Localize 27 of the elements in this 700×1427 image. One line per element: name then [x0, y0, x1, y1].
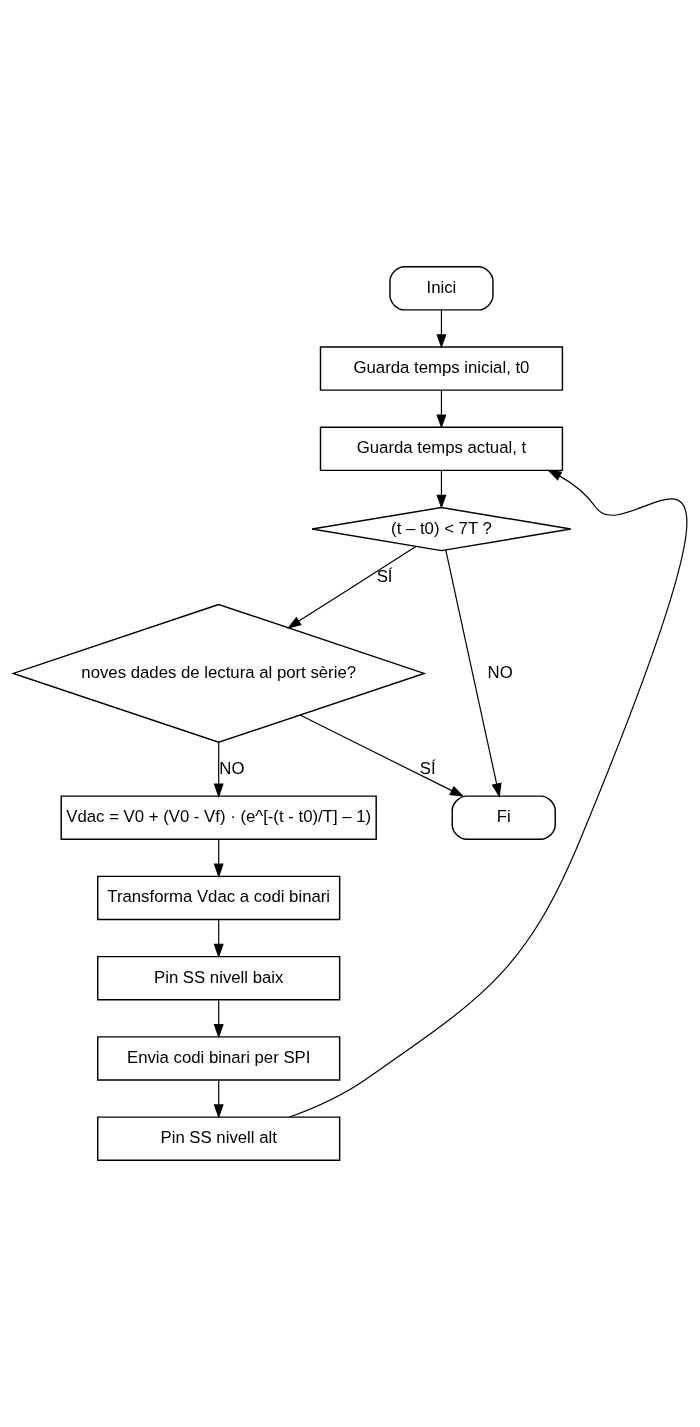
arrow: [213, 1079, 224, 1119]
arrow: [299, 714, 465, 797]
node-box: Guarda temps actual, t: [319, 426, 564, 472]
node-box: Fi: [451, 795, 556, 840]
arrow: [289, 469, 687, 1118]
arrow: [213, 999, 224, 1039]
arrow: [213, 838, 224, 878]
arrow: [445, 549, 502, 798]
edge-label: SÍ: [419, 758, 436, 778]
node-box: Transforma Vdac a codi binari: [97, 875, 341, 921]
arrow: [287, 545, 417, 629]
node-box: Pin SS nivell alt: [97, 1116, 341, 1161]
arrow: [436, 389, 447, 429]
arrow: [436, 309, 447, 349]
node-diamond: (t – t0) < 7T ?: [311, 506, 572, 552]
edge-label: NO: [487, 662, 513, 682]
node-box: Pin SS nivell baix: [97, 955, 341, 1001]
edge-label: NO: [219, 758, 245, 778]
arrow: [436, 469, 447, 510]
node-box: Inici: [389, 266, 494, 311]
node-box: Envia codi binari per SPI: [97, 1036, 341, 1081]
edge-label: SÍ: [376, 567, 393, 586]
node-box: Guarda temps inicial, t0: [319, 346, 564, 391]
arrow: [213, 742, 224, 798]
arrow: [213, 919, 224, 959]
node-diamond: noves dades de lectura al port sèrie?: [11, 603, 427, 743]
node-box: Vdac = V0 + (V0 - Vf) · (e^[-(t - t0)/T] – 1): [60, 795, 377, 840]
